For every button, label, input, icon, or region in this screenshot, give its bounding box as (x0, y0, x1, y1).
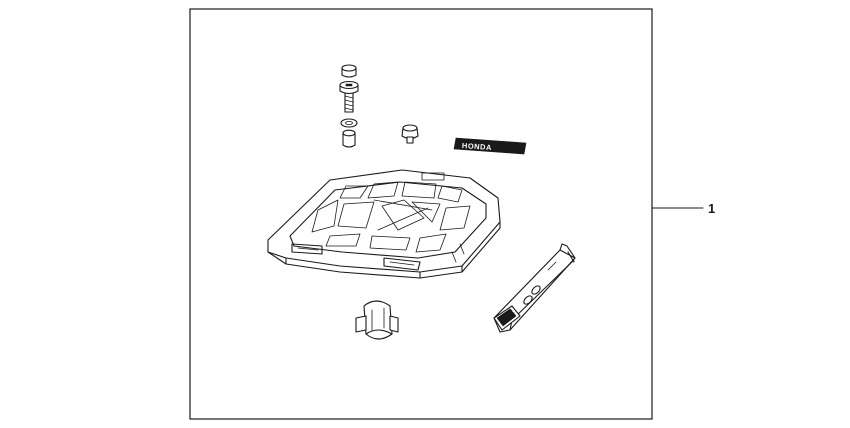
collar-part (341, 64, 357, 78)
carrier-plate-part (267, 169, 501, 279)
emblem-part: HONDA (453, 137, 527, 155)
clamp-part (355, 300, 399, 340)
knob-screw-part (401, 124, 419, 144)
bolt-part (339, 80, 359, 113)
washer-part (340, 118, 358, 128)
latch-bar-part (493, 243, 576, 333)
diagram-frame (189, 8, 653, 420)
callout-number-1[interactable]: 1 (708, 201, 715, 216)
emblem-text: HONDA (462, 141, 493, 152)
spacer-part (342, 129, 356, 148)
